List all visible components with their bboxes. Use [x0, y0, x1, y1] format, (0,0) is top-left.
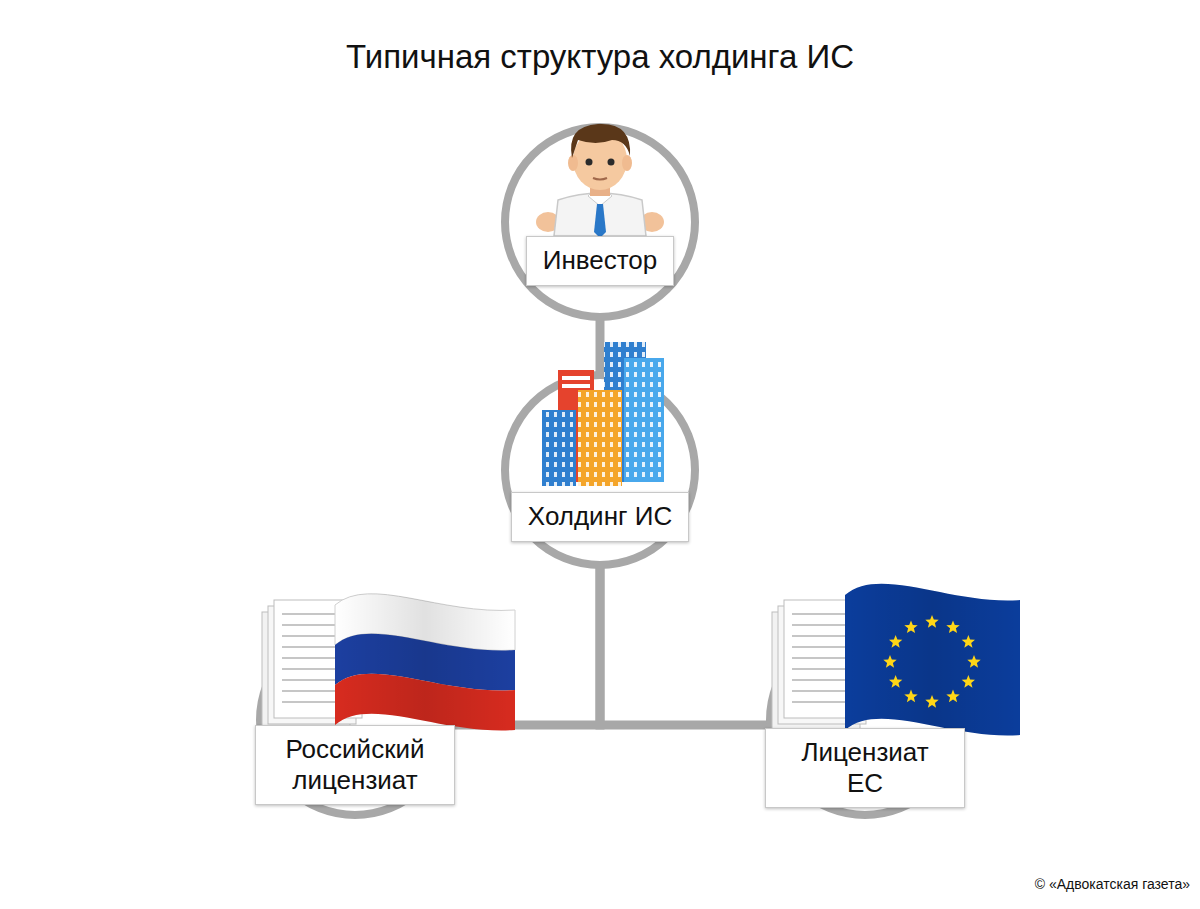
connector-line [600, 566, 769, 725]
node-label: Лицензиат ЕС [765, 728, 965, 808]
eu-star [925, 615, 938, 628]
document-rule [792, 635, 854, 637]
russia-flag-documents [262, 594, 515, 731]
document-rule [282, 690, 344, 692]
document-rule [792, 679, 854, 681]
document-rule [792, 657, 854, 659]
document-rule [792, 668, 854, 670]
document-rule [282, 646, 344, 648]
eu-star [889, 635, 902, 648]
copyright-note: © «Адвокатская газета» [1035, 876, 1190, 892]
document-rule [282, 668, 344, 670]
connector-line [451, 566, 600, 725]
eu-star [962, 675, 975, 688]
eu-star [962, 635, 975, 648]
investor-figure [536, 124, 664, 238]
node-label: Инвестор [526, 236, 675, 285]
node-circle: Российский лицензиат [255, 620, 455, 820]
eu-star [946, 690, 959, 703]
diagram-title: Типичная структура холдинга ИС [0, 38, 1200, 76]
eu-star [925, 695, 938, 708]
document-rule [282, 624, 344, 626]
document-rule [792, 701, 854, 703]
eu-star [904, 620, 917, 633]
document-rule [282, 635, 344, 637]
document-rule [792, 646, 854, 648]
node-circle: Инвестор [500, 122, 700, 322]
document-rule [282, 701, 344, 703]
document-rule [792, 690, 854, 692]
document-rule [282, 613, 344, 615]
node-label: Холдинг ИС [511, 492, 689, 541]
eu-flag-documents [772, 584, 1020, 736]
eu-star [889, 675, 902, 688]
document-rule [282, 679, 344, 681]
eu-star [904, 690, 917, 703]
node-circle: Холдинг ИС [500, 370, 700, 570]
node-circle: Лицензиат ЕС [765, 620, 965, 820]
eu-star [946, 620, 959, 633]
eu-star [967, 655, 980, 668]
node-label: Российский лицензиат [255, 725, 455, 805]
document-rule [792, 613, 854, 615]
connector-line [596, 318, 605, 374]
document-rule [792, 624, 854, 626]
document-rule [282, 657, 344, 659]
eu-star [883, 655, 896, 668]
buildings-icon [542, 342, 664, 486]
circle-outline [500, 122, 700, 322]
